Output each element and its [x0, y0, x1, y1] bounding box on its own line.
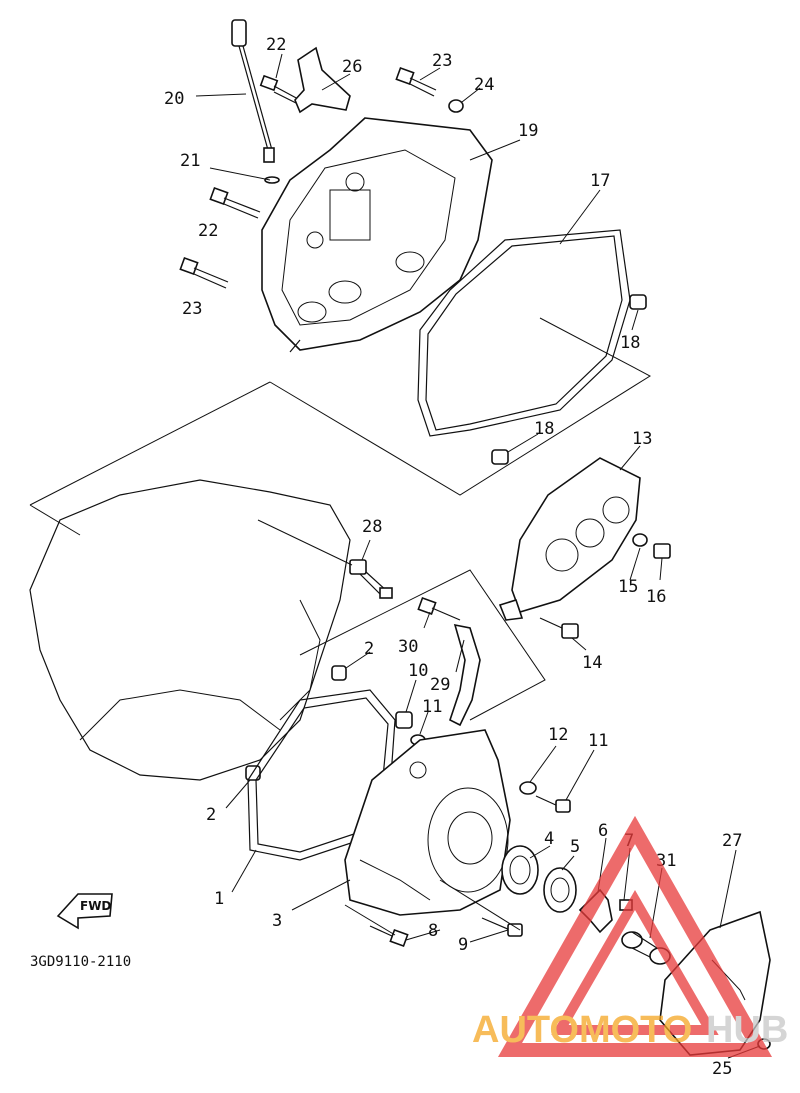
side-cover-13: [498, 457, 641, 621]
callout-19: 19: [518, 121, 538, 141]
dipstick-20: [231, 19, 275, 163]
bolt-23-left: [179, 256, 229, 289]
callout-25: 26: [342, 57, 362, 77]
crankcase-body: [29, 479, 351, 781]
plug-8: [395, 711, 413, 729]
bolt-11-upper: [535, 795, 571, 813]
callout-23-left: 23: [182, 299, 202, 319]
part-number: 3GD9110-2110: [30, 954, 131, 970]
callout-6: 6: [598, 821, 608, 841]
callout-4: 4: [544, 829, 554, 849]
callout-29: 29: [430, 675, 450, 695]
bolt-14: [539, 617, 579, 639]
callout-2-lower: 2: [206, 805, 216, 825]
dowel-pin-18-lower: [491, 449, 509, 465]
callout-22-left: 22: [198, 221, 218, 241]
callout-9: 11: [422, 697, 442, 717]
callouts: 20 22 26 23 24 19 21 22 23 17 18 18 13 2…: [164, 35, 742, 1079]
oil-seal-4: [501, 845, 539, 895]
crankcase-cover-19: [261, 117, 493, 353]
callout-11-upper: 11: [588, 731, 608, 751]
washer-12: [519, 781, 537, 795]
reference-plane-upper: [269, 317, 652, 496]
watermark-triangle-icon: [497, 815, 773, 1057]
fwd-arrow: FWD: [56, 893, 113, 930]
callout-16: 16: [646, 587, 666, 607]
callout-26: 28: [362, 517, 382, 537]
callout-23-top: 23: [432, 51, 452, 71]
callout-14: 14: [582, 653, 602, 673]
callout-5: 5: [570, 837, 580, 857]
callout-21: 21: [180, 151, 200, 171]
bolt-30: [417, 596, 461, 621]
nut-26: [349, 559, 393, 599]
bolt-16: [653, 543, 671, 559]
callout-3: 3: [272, 911, 282, 931]
watermark-text-b: HUB: [706, 1009, 788, 1051]
callout-13: 13: [632, 429, 652, 449]
washer-24: [448, 99, 464, 113]
clutch-bracket-25: [294, 46, 351, 114]
o-ring-21: [264, 176, 280, 184]
callout-12: 12: [548, 725, 568, 745]
callout-8: 10: [408, 661, 428, 681]
bearing-5: [543, 867, 577, 913]
callout-1: 1: [214, 889, 224, 909]
crankcase-cover-3: [344, 729, 511, 916]
callout-17: 17: [590, 171, 610, 191]
callout-22-top: 22: [266, 35, 286, 55]
fwd-label: FWD: [80, 899, 111, 913]
callout-2-upper: 2: [364, 639, 374, 659]
watermark: AUTOMOTO HUB: [472, 815, 788, 1057]
callout-30: 30: [398, 637, 418, 657]
bolt-22-left: [209, 186, 261, 219]
reference-plane-lower: [299, 569, 546, 721]
watermark-text-a: AUTOMOTO: [472, 1009, 692, 1051]
dowel-pin-2-upper: [331, 665, 347, 681]
clamp-29: [449, 623, 481, 727]
callout-15: 15: [618, 577, 638, 597]
bolt-23-upper: [395, 66, 437, 97]
callout-27: 27: [722, 831, 742, 851]
callout-10: 8: [428, 921, 438, 941]
watermark-triangle-inner-icon: [551, 889, 719, 1035]
dowel-pin-18-right: [629, 294, 647, 310]
callout-18-right: 18: [620, 333, 640, 353]
gasket-17: [417, 229, 631, 437]
callout-28: 25: [712, 1059, 732, 1079]
leader-lines: [195, 53, 761, 1059]
bolt-22-upper: [259, 74, 301, 105]
callout-24: 24: [474, 75, 494, 95]
callout-20: 20: [164, 89, 184, 109]
callout-18-lower: 18: [534, 419, 554, 439]
callout-11-lower: 9: [458, 935, 468, 955]
washer-15: [632, 533, 648, 547]
bolt-10: [369, 925, 409, 948]
